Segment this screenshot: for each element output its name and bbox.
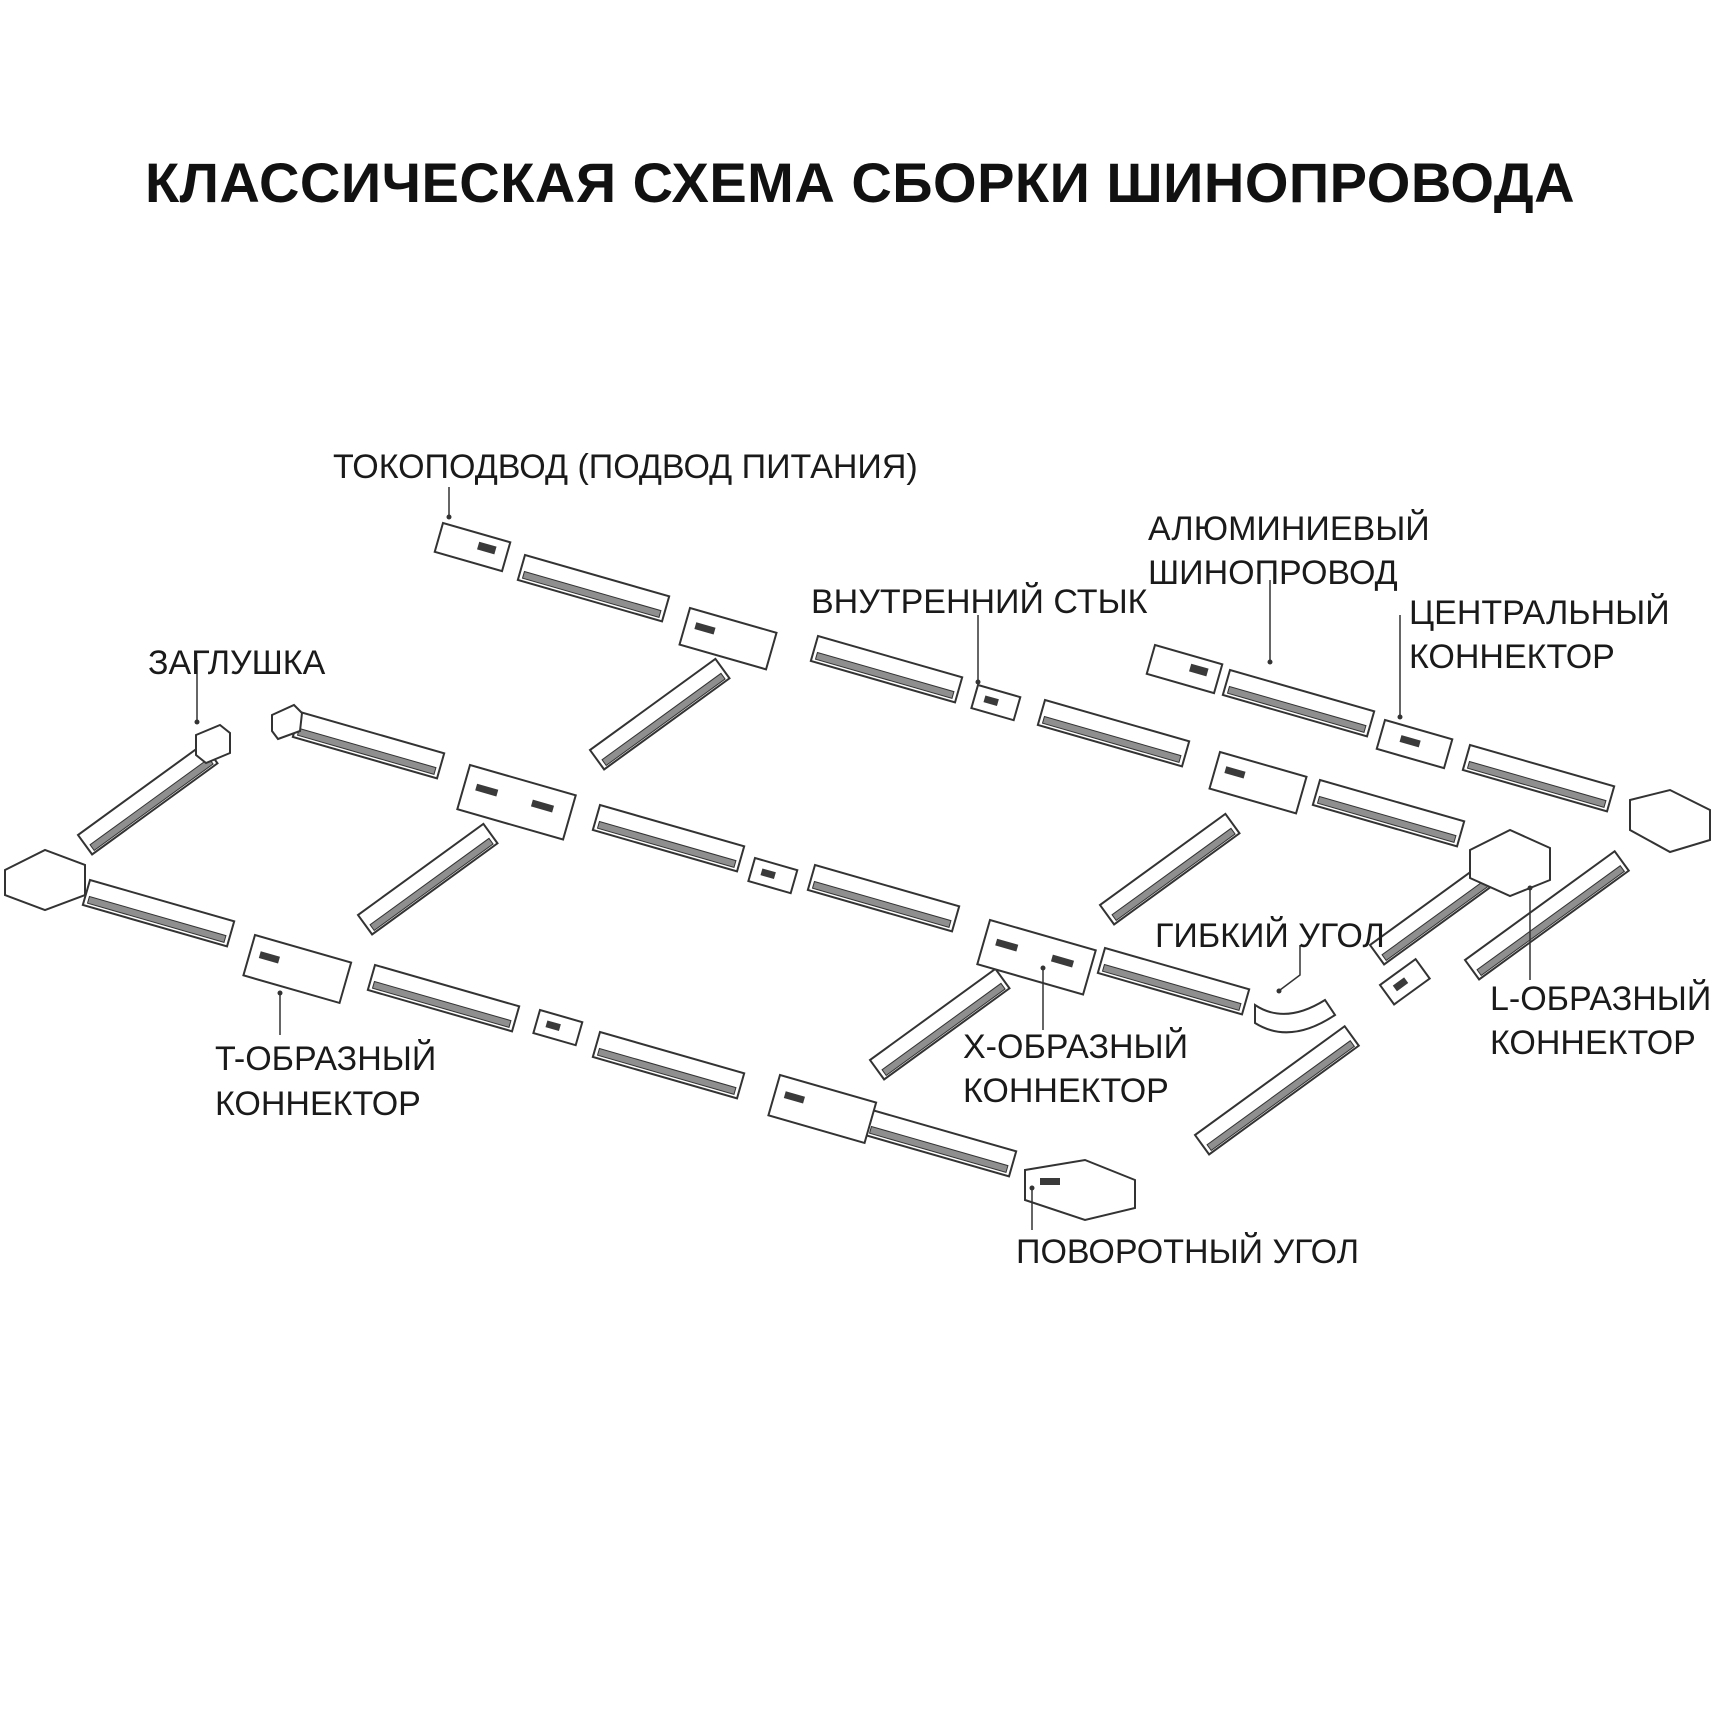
internal-joint-part xyxy=(747,856,799,895)
rail-segment xyxy=(1098,812,1241,926)
label-center-connector-line2: КОННЕКТОР xyxy=(1409,638,1615,676)
t-connector-part xyxy=(1208,750,1308,815)
label-t-connector-line1: T-ОБРАЗНЫЙ xyxy=(215,1040,436,1078)
rail-segment xyxy=(1463,849,1631,981)
t-connector-part xyxy=(678,606,778,671)
rail-segment xyxy=(1193,1024,1361,1156)
label-l-connector-line2: КОННЕКТОР xyxy=(1490,1024,1696,1062)
label-center-connector-line1: ЦЕНТРАЛЬНЫЙ xyxy=(1409,594,1670,632)
center-connector-part xyxy=(1375,718,1454,770)
power-feed-part xyxy=(433,521,512,573)
label-l-connector-line1: L-ОБРАЗНЫЙ xyxy=(1490,980,1711,1018)
rail-segment xyxy=(81,878,236,948)
label-x-connector-line1: Х-ОБРАЗНЫЙ xyxy=(963,1028,1188,1066)
power-feed-part xyxy=(1145,643,1224,695)
rail-segment xyxy=(1096,946,1251,1016)
rail-segment xyxy=(76,742,219,856)
rail-segment xyxy=(356,822,499,936)
end-cap-part xyxy=(271,703,304,741)
l-connector-part xyxy=(4,848,86,912)
l-connector-part xyxy=(1629,788,1711,854)
leader-lines xyxy=(194,487,1533,1230)
rail-segment xyxy=(1036,698,1191,768)
label-internal-joint: ВНУТРЕННИЙ СТЫК xyxy=(811,583,1148,621)
label-t-connector-line2: КОННЕКТОР xyxy=(215,1085,421,1123)
rail-segment xyxy=(1221,668,1376,738)
label-power-feed: ТОКОПОДВОД (ПОДВОД ПИТАНИЯ) xyxy=(333,448,918,486)
rail-segment xyxy=(591,1030,746,1100)
labels: ТОКОПОДВОД (ПОДВОД ПИТАНИЯ) ЗАГЛУШКА ВНУ… xyxy=(148,448,1711,1271)
t-connector-part xyxy=(767,1073,878,1145)
rail-segment xyxy=(1461,743,1616,813)
label-flexible-corner: ГИБКИЙ УГОЛ xyxy=(1155,917,1385,955)
end-cap-part xyxy=(195,723,231,765)
connectors xyxy=(4,521,1711,1222)
rails-east xyxy=(81,553,1616,1178)
rail-segment xyxy=(291,710,446,780)
label-x-connector-line2: КОННЕКТОР xyxy=(963,1072,1169,1110)
label-aluminium-track-line1: АЛЮМИНИЕВЫЙ xyxy=(1148,510,1430,548)
rotary-corner-part xyxy=(1024,1158,1136,1222)
rail-segment xyxy=(516,553,671,623)
label-rotary-corner: ПОВОРОТНЫЙ УГОЛ xyxy=(1016,1233,1359,1271)
rail-segment xyxy=(1311,778,1466,848)
rail-segment xyxy=(809,634,964,704)
rail-segment xyxy=(863,1108,1018,1178)
t-connector-part xyxy=(242,933,353,1005)
l-connector-part xyxy=(1469,828,1551,898)
internal-joint-part xyxy=(1378,957,1432,1006)
diagram-title: КЛАССИЧЕСКАЯ СХЕМА СБОРКИ ШИНОПРОВОДА xyxy=(144,151,1576,214)
rail-segment xyxy=(591,803,746,873)
rail-segment xyxy=(588,657,731,771)
flexible-corner-part xyxy=(1254,998,1337,1034)
label-aluminium-track-line2: ШИНОПРОВОД xyxy=(1148,554,1398,592)
internal-joint-part xyxy=(970,683,1022,722)
x-connector-part xyxy=(456,763,577,841)
rail-segment xyxy=(868,967,1011,1081)
internal-joint-part xyxy=(532,1008,584,1047)
rail-segment xyxy=(366,963,521,1033)
x-connector-part xyxy=(976,918,1097,996)
label-end-cap: ЗАГЛУШКА xyxy=(148,644,326,682)
rail-segment xyxy=(806,863,961,933)
